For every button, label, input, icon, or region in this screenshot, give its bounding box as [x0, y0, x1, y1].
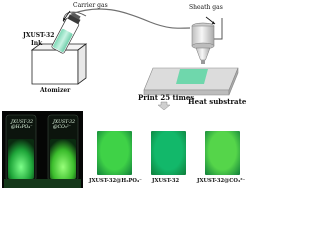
- vial-right-label: JXUST-32 @CO₃²⁻: [53, 120, 75, 131]
- heat-substrate-label: Heat substrate: [188, 97, 247, 106]
- sheath-gas-tube: [214, 18, 223, 40]
- vial-left-line1: JXUST-32: [11, 120, 33, 125]
- vial-glow-art: [4, 114, 81, 188]
- carrier-gas-label: Carrier gas: [73, 2, 108, 9]
- uv-vial-photo: JXUST-32 @H₂PO₄⁻ JXUST-32 @CO₃²⁻: [2, 111, 83, 188]
- ink-bottle: [51, 12, 81, 54]
- printing-schematic: [30, 8, 239, 110]
- atomizer-label: Atomizer: [40, 87, 71, 94]
- vial-right-line2: @CO₃²⁻: [53, 125, 71, 131]
- vial-left-line2: @H₂PO₄⁻: [11, 125, 33, 131]
- sheath-gas-label: Sheath gas: [189, 4, 223, 11]
- panel-h2po4: [97, 131, 132, 175]
- vial-right-line1: JXUST-32: [53, 120, 75, 125]
- print-times-label: Print 25 times: [138, 93, 195, 102]
- ink-label-line1: JXUST-32: [23, 32, 55, 39]
- ink-label-line2: Ink: [31, 40, 43, 47]
- vial-left-label: JXUST-32 @H₂PO₄⁻: [11, 120, 33, 131]
- printed-film: [176, 69, 208, 84]
- aerosol-tube: [70, 8, 191, 29]
- print-head: [191, 22, 215, 64]
- panel-h2po4-label: JXUST-32@H₂PO₄⁻: [89, 178, 142, 184]
- panel-pristine-label: JXUST-32: [152, 178, 180, 184]
- panel-co3-label: JXUST-32@CO₃²⁻: [197, 178, 246, 184]
- panel-pristine: [151, 131, 186, 175]
- panel-co3: [205, 131, 240, 175]
- print-arrow: [157, 101, 171, 110]
